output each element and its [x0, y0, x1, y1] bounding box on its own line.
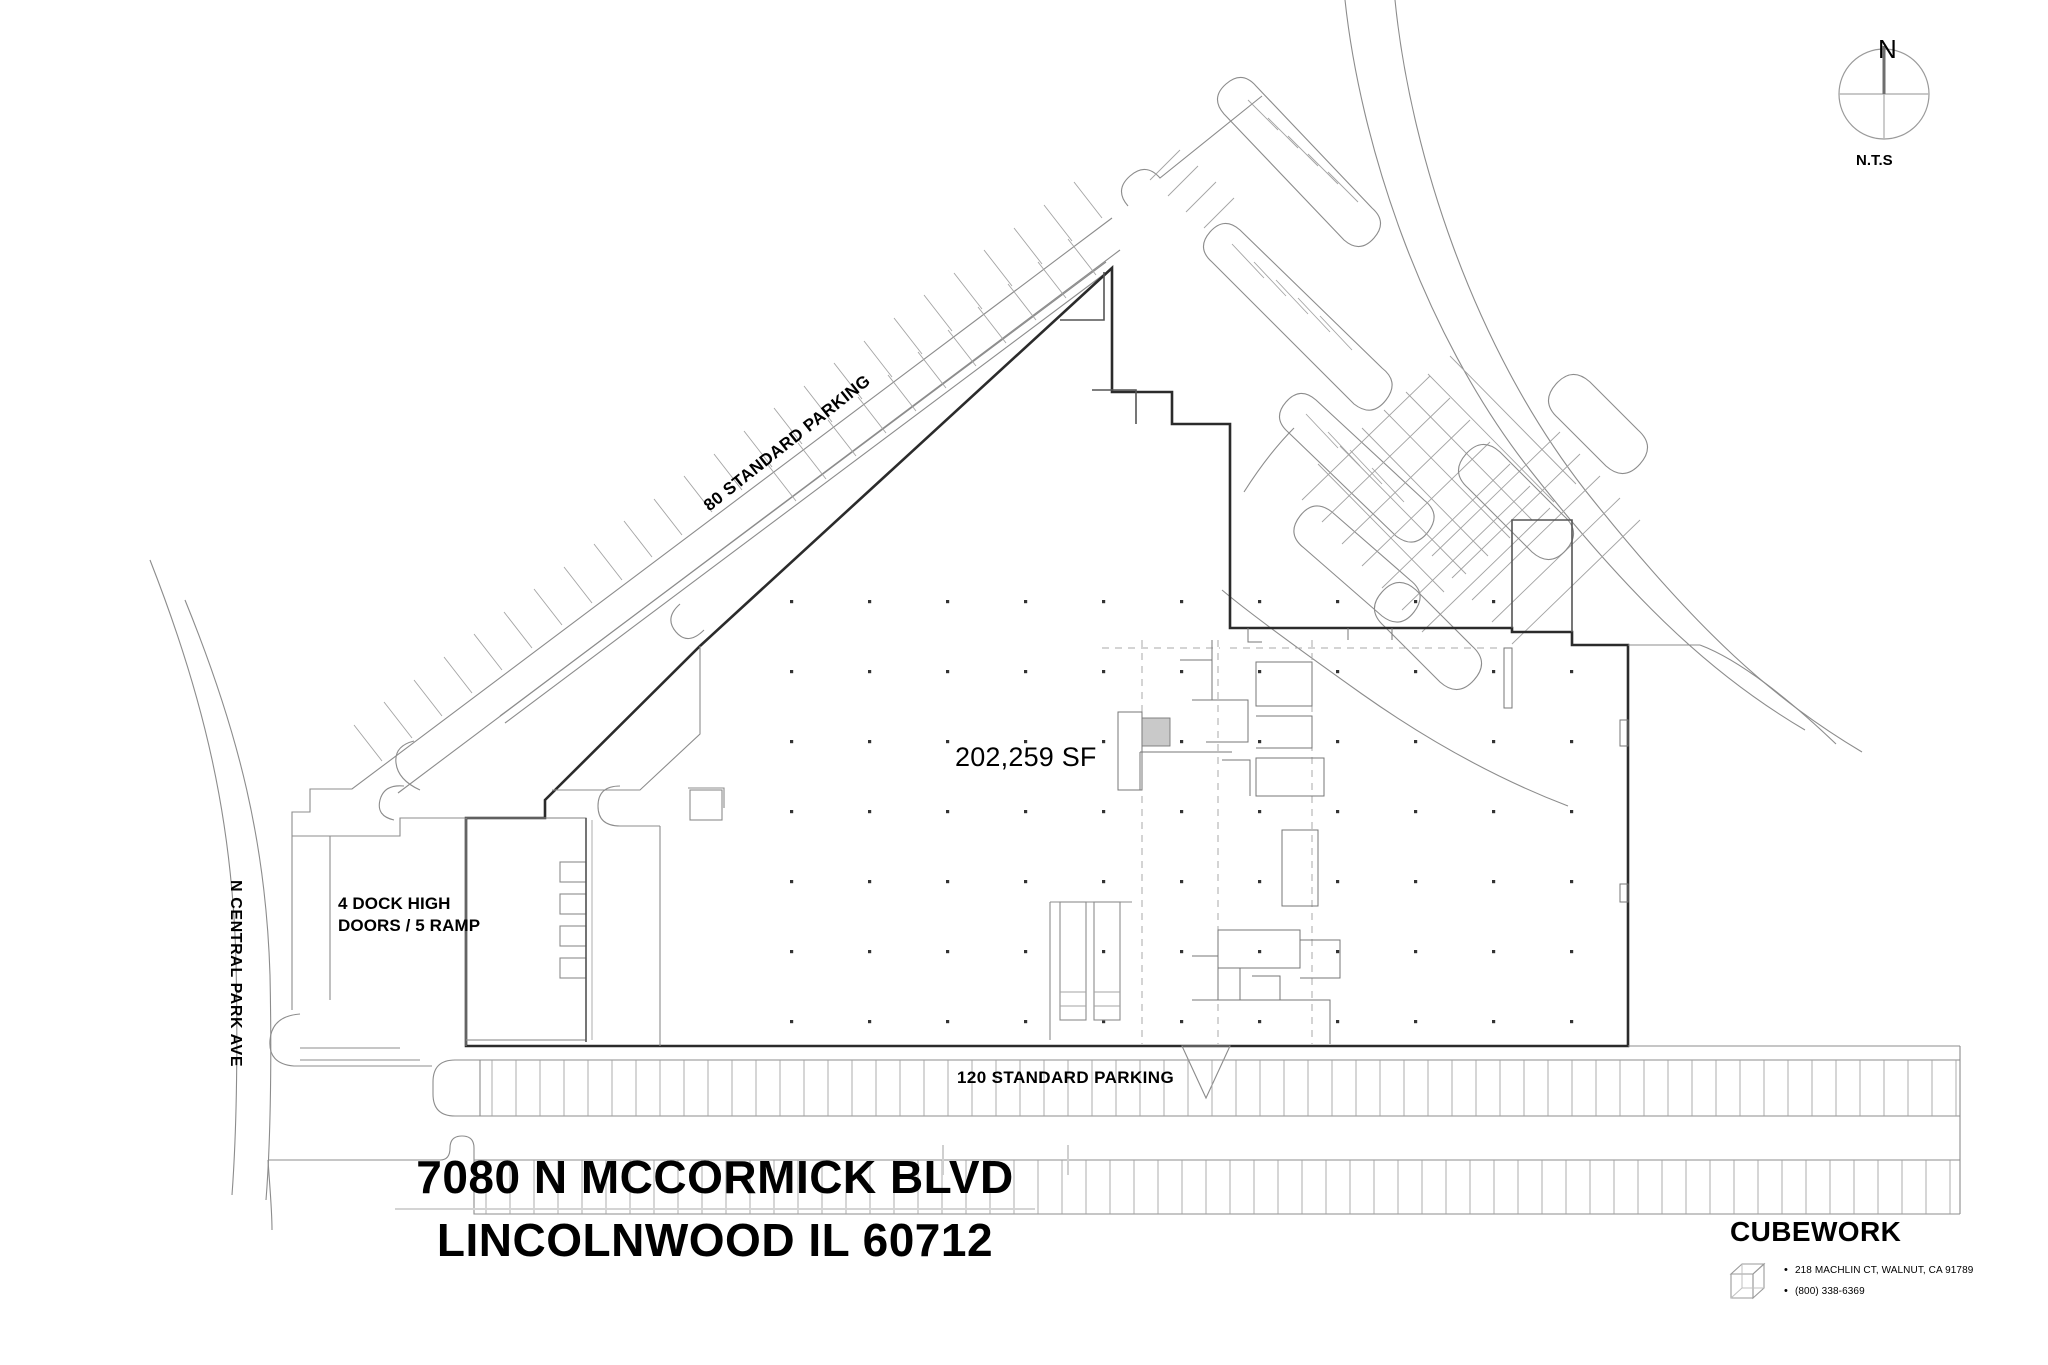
parking-row-north-diagonal: [291, 181, 1121, 836]
compass-rose-icon: [1838, 46, 1930, 140]
branding-block: CUBEWORK • 218 MACHLIN CT, WALNUT, CA 91…: [1728, 1216, 2028, 1302]
compass-scale-label: N.T.S: [1856, 152, 1893, 169]
entry-canopy: [1181, 1045, 1231, 1100]
dock-doors-note: 4 DOCK HIGH DOORS / 5 RAMP: [338, 894, 481, 935]
bullet-glyph: •: [1784, 1285, 1788, 1297]
title-divider: [395, 1208, 1035, 1210]
company-address-row: • 218 MACHLIN CT, WALNUT, CA 91789: [1784, 1260, 1973, 1281]
site-east-edge: [1628, 644, 1961, 1214]
street-mccormick-blvd-edge: [1344, 0, 1863, 753]
title-rule-lines: [942, 1145, 1069, 1175]
building-area-label: 202,259 SF: [955, 742, 1097, 772]
company-name: CUBEWORK: [1730, 1216, 1902, 1247]
cube-icon: [1729, 1262, 1766, 1300]
east-wall-openings: [1503, 647, 1629, 903]
column-grid: [790, 600, 1574, 1024]
bullet-glyph: •: [1784, 1264, 1788, 1276]
page-title: 7080 N MCCORMICK BLVD: [416, 1151, 1014, 1203]
building-nw-appendages: [552, 646, 725, 821]
page-subtitle: LINCOLNWOOD IL 60712: [436, 1214, 994, 1266]
interior-office-partitions: [1117, 628, 1393, 1044]
ramps-and-truckwell: [1049, 901, 1132, 1040]
dock-block-west: [465, 817, 593, 1046]
company-address: 218 MACHLIN CT, WALNUT, CA 91789: [1794, 1265, 1974, 1276]
street-name-label-west: N CENTRAL PARK AVE: [227, 880, 244, 1068]
site-drive-connectors: [269, 785, 661, 1067]
structural-gridlines: [1102, 640, 1500, 1044]
street-n-central-park-ave: [149, 559, 272, 1201]
north-arrow-compass: N N.T.S: [1828, 34, 1958, 174]
south-parking-count-label: 120 STANDARD PARKING: [957, 1068, 1175, 1087]
building-outline: [464, 265, 1630, 1048]
compass-north-label: N: [1878, 34, 1897, 64]
company-phone-row: • (800) 338-6369: [1784, 1281, 1973, 1302]
parking-field-northeast: [1120, 76, 1649, 807]
company-phone: (800) 338-6369: [1794, 1286, 1865, 1297]
title-block: 7080 N MCCORMICK BLVD LINCOLNWOOD IL 607…: [0, 1150, 1430, 1267]
parking-row-south: [267, 1059, 1960, 1231]
